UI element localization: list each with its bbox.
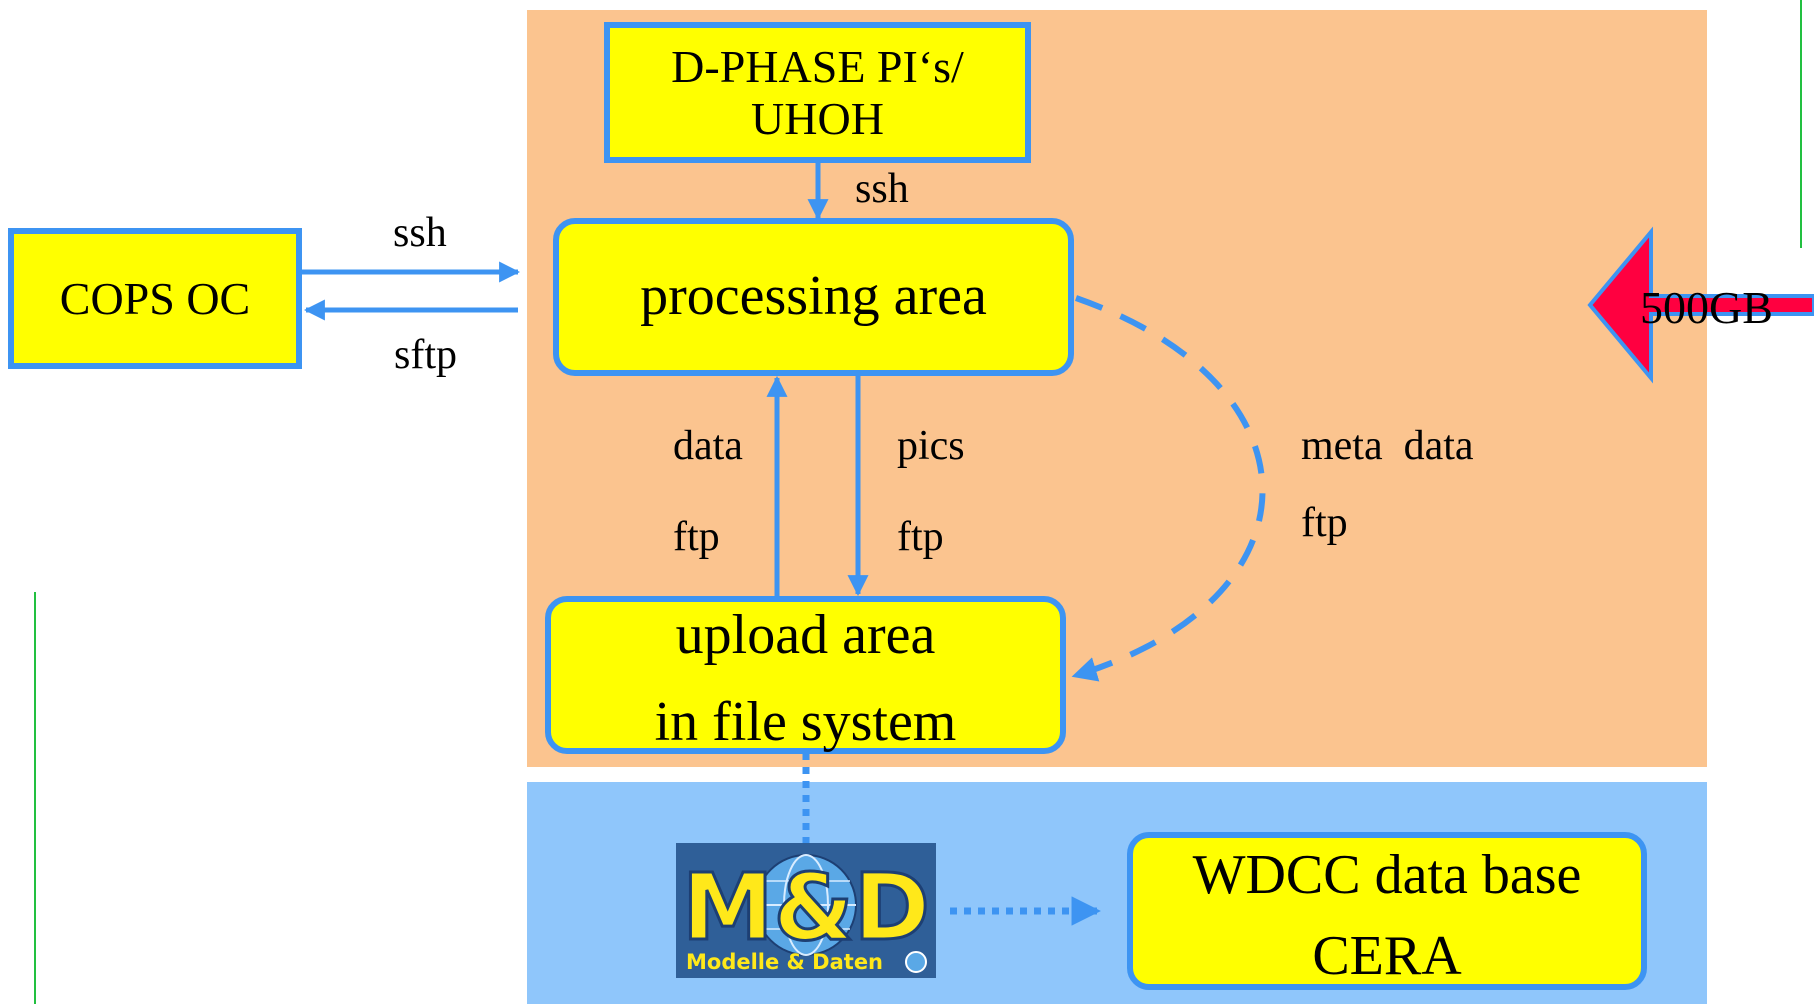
cops-oc-node: COPS OC xyxy=(8,228,302,369)
md-logo-main: M&D xyxy=(682,854,930,961)
md-logo-sub: Modelle & Daten xyxy=(686,950,883,974)
arrow-meta-data-dashed xyxy=(1071,295,1266,682)
edge-label-dphase-ssh: ssh xyxy=(855,166,909,212)
edge-label-pics: pics xyxy=(897,423,965,469)
upload-area-line2: in file system xyxy=(654,690,957,753)
dphase-node: D-PHASE PI‘s/ UHOH xyxy=(604,22,1031,163)
right-green-line xyxy=(1800,0,1802,248)
edge-label-data: data xyxy=(673,423,743,469)
storage-500gb-label: 500GB xyxy=(1640,282,1773,333)
left-green-line xyxy=(34,592,36,1004)
upload-area-line1: upload area xyxy=(675,604,936,666)
small-globe-icon xyxy=(905,951,927,973)
wdcc-line1: WDCC data base xyxy=(1192,844,1582,906)
md-logo-graphic: M&D Modelle & Daten xyxy=(681,853,932,975)
edge-label-data-ftp: ftp xyxy=(673,514,720,560)
dphase-node-line1: D-PHASE PI‘s/ xyxy=(671,40,964,92)
storage-500gb-arrow-shape xyxy=(1587,226,1814,384)
edge-label-meta-ftp: ftp xyxy=(1301,500,1348,546)
md-logo: M&D Modelle & Daten xyxy=(676,843,936,978)
wdcc-line2: CERA xyxy=(1312,924,1462,987)
edge-label-cops-ssh: ssh xyxy=(393,210,447,256)
processing-area-node: processing area xyxy=(553,218,1074,376)
dphase-node-line2: UHOH xyxy=(751,92,884,144)
upload-area-node: upload area in file system xyxy=(545,596,1066,754)
edge-label-pics-ftp: ftp xyxy=(897,514,944,560)
edge-label-meta-data: meta data xyxy=(1301,423,1474,469)
cops-oc-label: COPS OC xyxy=(59,272,251,324)
processing-area-label: processing area xyxy=(640,265,987,328)
wdcc-cera-node: WDCC data base CERA xyxy=(1127,832,1647,990)
edge-label-cops-sftp: sftp xyxy=(394,332,457,378)
